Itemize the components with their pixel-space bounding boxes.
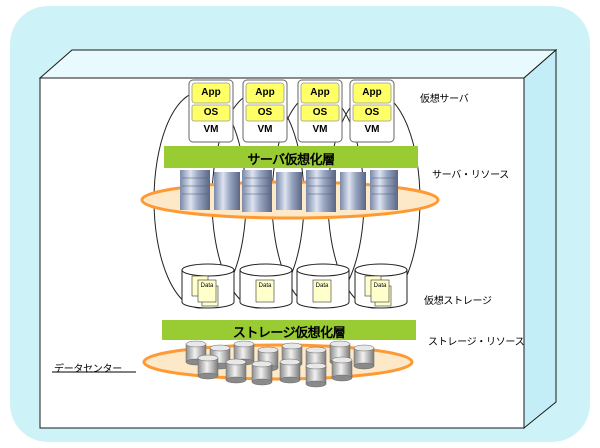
server-rack <box>276 172 302 210</box>
disk-drive <box>185 340 207 366</box>
os-block <box>245 104 285 122</box>
storage-resource-label: ストレージ・リソース <box>428 337 525 348</box>
app-label: App <box>201 87 221 98</box>
os-label: OS <box>203 107 219 118</box>
app-block <box>245 82 285 104</box>
storage-virtualization-layer-label: ストレージ仮想化層 <box>232 326 346 341</box>
disk-array <box>185 340 375 388</box>
virtual-storage-cylinder <box>181 263 235 309</box>
server-rack <box>306 170 336 212</box>
storage-virtualization-bar <box>162 320 416 340</box>
virtual-storage-cylinder <box>354 263 408 309</box>
vm-label: VM <box>257 124 273 135</box>
vm-label: VM <box>312 124 328 135</box>
disk-drive <box>353 344 375 370</box>
virtual-server-label: 仮想サーバ <box>420 94 469 105</box>
disk-drive <box>251 360 273 386</box>
disk-drive <box>305 362 327 388</box>
disk-drive <box>331 356 353 382</box>
data-doc-label: Data <box>258 283 272 289</box>
os-label: OS <box>312 107 328 118</box>
data-doc-label: Data <box>315 283 329 289</box>
server-racks <box>180 170 398 212</box>
data-document-icon <box>312 279 332 303</box>
server-rack <box>214 172 240 210</box>
server-resource-label: サーバ・リソース <box>432 170 509 181</box>
vm-label: VM <box>364 124 380 135</box>
server-virtualization-bar <box>164 146 418 168</box>
data-document-icon <box>364 275 392 307</box>
data-document-icon <box>255 279 275 303</box>
disk-drive <box>279 358 301 384</box>
app-label: App <box>310 87 330 98</box>
os-block <box>300 104 340 122</box>
storage-cylinders <box>181 263 408 309</box>
server-rack <box>340 172 366 210</box>
os-label: OS <box>364 107 380 118</box>
server-rack <box>370 170 398 210</box>
server-rack <box>180 170 210 210</box>
vm-stack <box>349 79 395 143</box>
virtual-storage-cylinder <box>239 263 293 309</box>
vm-stack <box>242 79 288 143</box>
app-label: App <box>362 87 382 98</box>
os-block <box>191 104 231 122</box>
vm-stack <box>188 79 234 143</box>
os-label: OS <box>257 107 273 118</box>
disk-drive <box>197 354 219 380</box>
data-doc-label: Data <box>373 283 387 289</box>
vm-stack <box>297 79 343 143</box>
datacenter-label: データセンター <box>54 364 122 375</box>
os-block <box>352 104 392 122</box>
data-doc-label: Data <box>200 283 214 289</box>
app-block <box>300 82 340 104</box>
server-rack <box>242 170 272 212</box>
virtual-storage-label: 仮想ストレージ <box>424 296 492 307</box>
virtual-storage-cylinder <box>296 263 350 309</box>
app-block <box>191 82 231 104</box>
disk-drive <box>225 358 247 384</box>
vm-label: VM <box>203 124 219 135</box>
app-block <box>352 82 392 104</box>
data-document-icon <box>191 275 219 307</box>
vm-stacks <box>188 79 395 143</box>
app-label: App <box>255 87 275 98</box>
server-virtualization-layer-label: サーバ仮想化層 <box>247 153 335 168</box>
